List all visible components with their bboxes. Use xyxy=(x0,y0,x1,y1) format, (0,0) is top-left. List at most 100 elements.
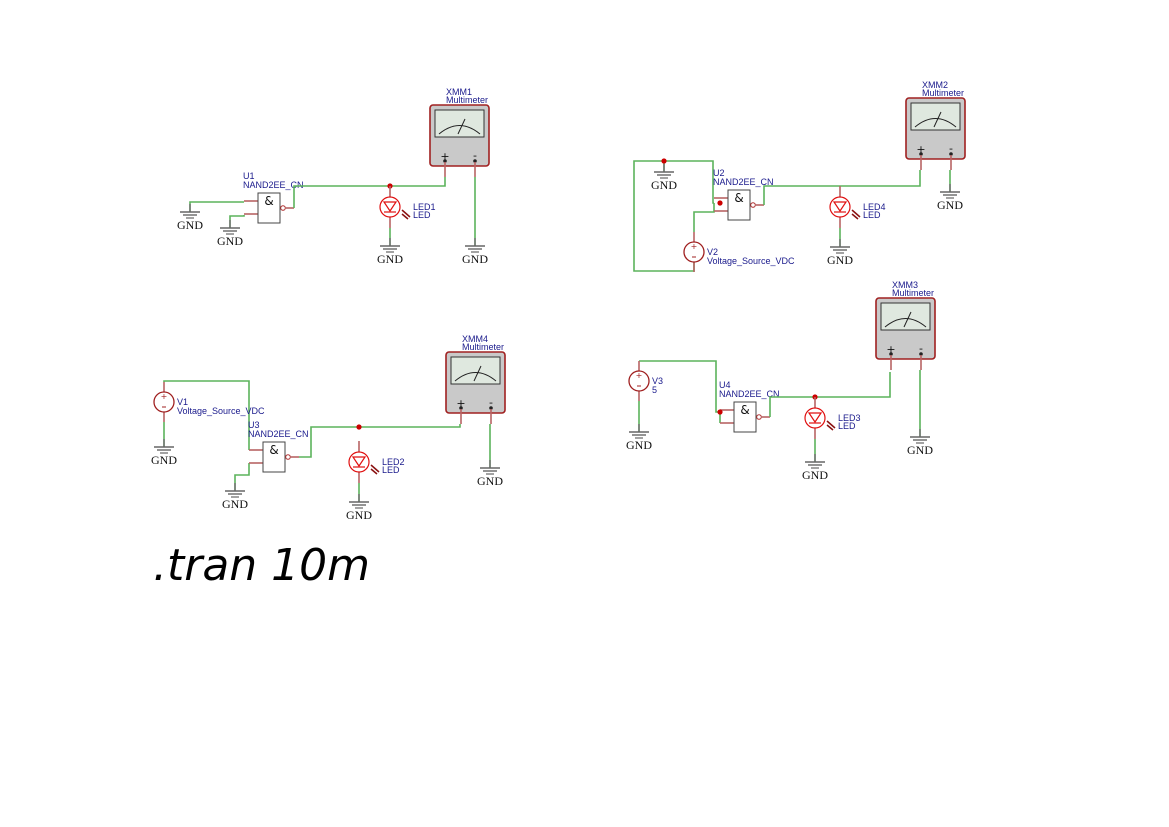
simulation-directive[interactable]: .tran 10m xyxy=(153,540,370,591)
gate-value: NAND2EE_CN xyxy=(243,180,304,190)
ground-label: GND xyxy=(477,474,503,488)
meter-value: Multimeter xyxy=(446,95,488,105)
wire[interactable] xyxy=(229,215,245,228)
ground-label: GND xyxy=(151,453,177,467)
meter-plus: + xyxy=(916,143,925,156)
meter-ref: XMM1 xyxy=(446,87,472,97)
svg-text:+: + xyxy=(691,242,698,251)
wire[interactable] xyxy=(189,201,244,212)
led-value: LED xyxy=(382,465,400,475)
gate-value: NAND2EE_CN xyxy=(713,177,774,187)
led-value: LED xyxy=(838,421,856,431)
ground-symbol[interactable]: GND xyxy=(217,220,243,248)
ground-label: GND xyxy=(802,468,828,482)
gate-ref: U2 xyxy=(713,168,725,178)
source-value: 5 xyxy=(652,385,657,395)
ground-symbol[interactable]: GND xyxy=(907,429,933,457)
ground-symbol[interactable]: GND xyxy=(222,483,248,511)
ground-symbol[interactable]: GND xyxy=(937,184,963,212)
led-ref: LED1 xyxy=(413,202,436,212)
led-ref: LED2 xyxy=(382,457,405,467)
ground-label: GND xyxy=(462,252,488,266)
ground-label: GND xyxy=(827,253,853,267)
junction-dot xyxy=(717,409,723,415)
gate-ref: U4 xyxy=(719,380,731,390)
meter-value: Multimeter xyxy=(922,88,964,98)
svg-text:+: + xyxy=(161,392,168,401)
led-ref: LED4 xyxy=(863,202,886,212)
ground-symbol[interactable]: GND xyxy=(651,164,677,192)
meter-minus: - xyxy=(919,342,923,355)
junction-dot xyxy=(356,424,362,430)
led-value: LED xyxy=(863,210,881,220)
gate-symbol: & xyxy=(269,443,278,457)
source-ref: V1 xyxy=(177,397,188,407)
gate-ref: U3 xyxy=(248,420,260,430)
gate-ref: U1 xyxy=(243,171,255,181)
source-ref: V2 xyxy=(707,247,718,257)
ground-symbol[interactable]: GND xyxy=(151,439,177,467)
gate-symbol: & xyxy=(734,191,743,205)
meter-minus: - xyxy=(949,142,953,155)
ground-symbol[interactable]: GND xyxy=(802,454,828,482)
ground-symbol[interactable]: GND xyxy=(177,204,203,232)
gate-symbol: & xyxy=(740,403,749,417)
gate-value: NAND2EE_CN xyxy=(719,389,780,399)
led-ref: LED3 xyxy=(838,413,861,423)
meter-plus: + xyxy=(440,150,449,163)
ground-label: GND xyxy=(346,508,372,522)
meter-ref: XMM3 xyxy=(892,280,918,290)
ground-label: GND xyxy=(217,234,243,248)
meter-ref: XMM4 xyxy=(462,334,488,344)
ground-label: GND xyxy=(651,178,677,192)
ground-label: GND xyxy=(177,218,203,232)
ground-label: GND xyxy=(937,198,963,212)
source-ref: V3 xyxy=(652,376,663,386)
junction-dot xyxy=(717,200,723,206)
ground-symbol[interactable]: GND xyxy=(346,494,372,522)
led-value: LED xyxy=(413,210,431,220)
ground-label: GND xyxy=(377,252,403,266)
wire[interactable] xyxy=(763,170,921,205)
source-value: Voltage_Source_VDC xyxy=(177,406,265,416)
wire[interactable] xyxy=(163,380,250,450)
ground-symbol[interactable]: GND xyxy=(462,238,488,266)
ground-label: GND xyxy=(222,497,248,511)
meter-value: Multimeter xyxy=(462,342,504,352)
meter-ref: XMM2 xyxy=(922,80,948,90)
wire[interactable] xyxy=(693,203,715,232)
wire[interactable] xyxy=(299,424,461,458)
ground-symbol[interactable]: GND xyxy=(626,424,652,452)
ground-symbol[interactable]: GND xyxy=(477,460,503,488)
svg-text:+: + xyxy=(636,371,643,380)
wire[interactable] xyxy=(234,463,250,491)
ground-label: GND xyxy=(907,443,933,457)
ground-label: GND xyxy=(626,438,652,452)
meter-plus: + xyxy=(456,397,465,410)
junction-dot xyxy=(661,158,667,164)
gate-value: NAND2EE_CN xyxy=(248,429,309,439)
wire[interactable] xyxy=(769,372,891,417)
wire[interactable] xyxy=(293,177,446,208)
meter-value: Multimeter xyxy=(892,288,934,298)
ground-symbol[interactable]: GND xyxy=(377,238,403,266)
voltage-source[interactable]: + V35 xyxy=(628,361,663,401)
gate-symbol: & xyxy=(264,194,273,208)
meter-minus: - xyxy=(473,149,477,162)
ground-symbol[interactable]: GND xyxy=(827,239,853,267)
